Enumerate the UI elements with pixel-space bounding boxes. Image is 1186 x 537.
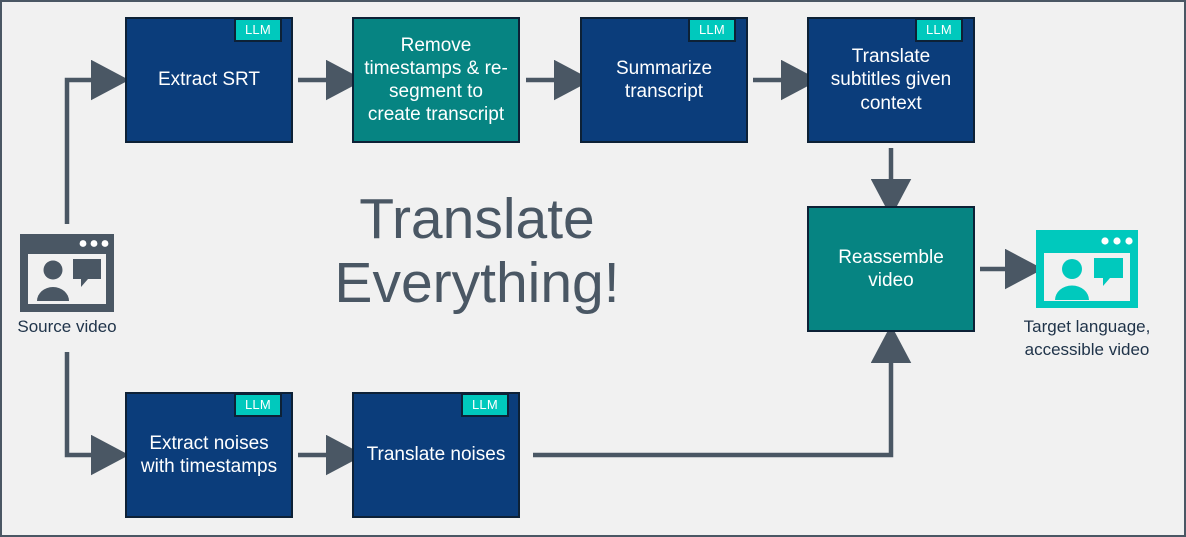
llm-badge-translate-subtitles: LLM <box>915 18 963 42</box>
arrow-source-to-extract-srt <box>64 59 130 224</box>
node-extract-srt-label: Extract SRT <box>157 69 261 91</box>
node-translate-noises-label: Translate noises <box>366 444 506 466</box>
page-title: Translate Everything! <box>334 187 620 316</box>
node-translate-subtitles-label: Translate subtitles given context <box>830 46 952 114</box>
llm-badge-extract-noises: LLM <box>234 393 282 417</box>
node-reassemble-video-label: Reassemble video <box>838 246 944 291</box>
node-extract-noises[interactable]: Extract noises with timestamps <box>125 392 293 518</box>
target-video-caption: Target language, accessible video <box>1023 317 1151 359</box>
node-extract-noises-label: Extract noises with timestamps <box>140 432 278 477</box>
node-remove-timestamps-label: Remove timestamps & re-segment to create… <box>364 34 508 126</box>
llm-badge-translate-noises: LLM <box>461 393 509 417</box>
video-window-icon-target <box>1035 229 1139 309</box>
llm-badge-summarize-transcript: LLM <box>688 18 736 42</box>
node-reassemble-video[interactable]: Reassemble video <box>807 206 975 332</box>
arrow-translate-noises-to-reassemble <box>533 324 912 458</box>
arrow-source-to-extract-noises <box>64 352 130 476</box>
video-window-icon-source <box>19 233 115 313</box>
node-remove-timestamps[interactable]: Remove timestamps & re-segment to create… <box>352 17 520 143</box>
source-video-caption: Source video <box>17 317 117 336</box>
llm-badge-extract-srt: LLM <box>234 18 282 42</box>
node-summarize-transcript-label: Summarize transcript <box>615 57 713 102</box>
